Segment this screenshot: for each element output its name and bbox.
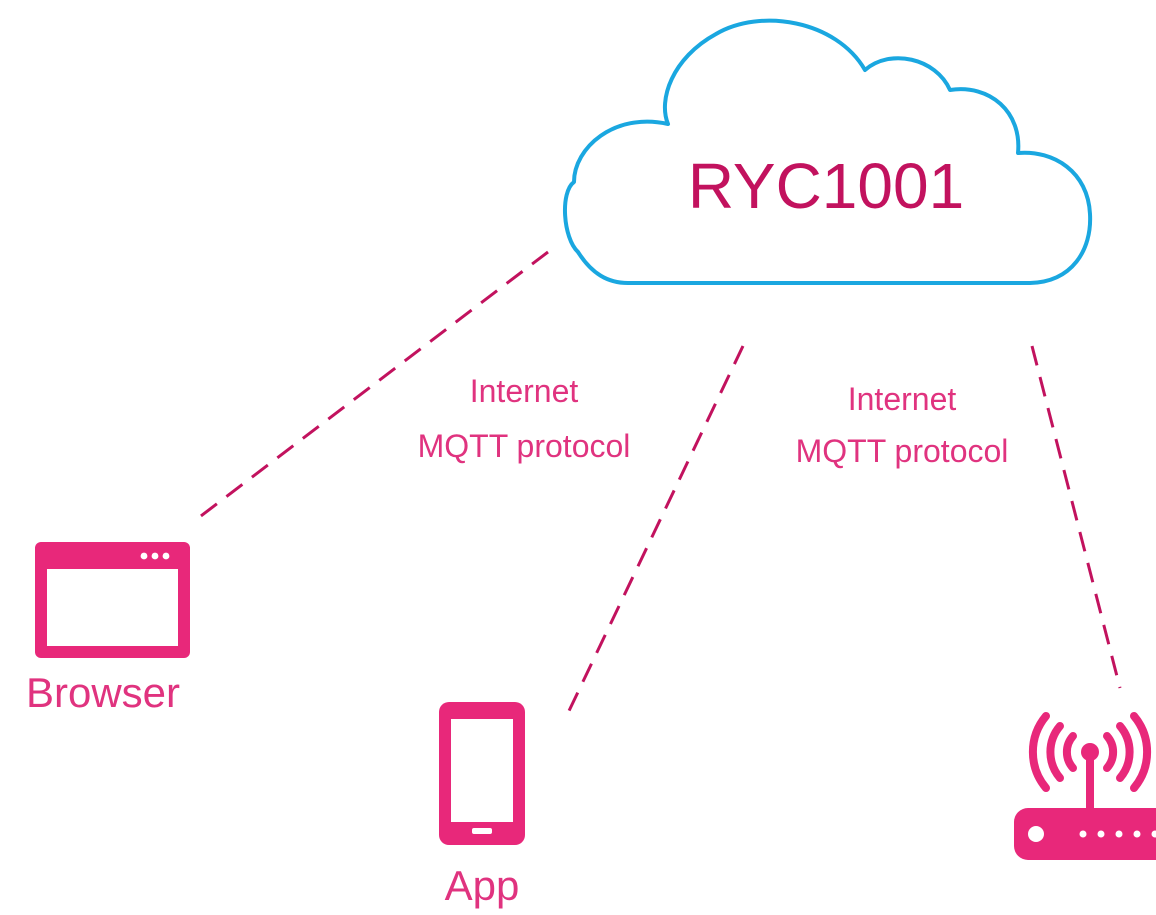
connector-cloud-router xyxy=(1030,345,1122,689)
browser-window-icon xyxy=(35,542,190,658)
router-node xyxy=(1014,712,1156,860)
cloud-node: RYC1001 xyxy=(563,18,1093,285)
app-node: App xyxy=(439,702,525,909)
connector-cloud-app xyxy=(566,345,745,714)
browser-node: Browser xyxy=(26,542,190,716)
connector-cloud-browser xyxy=(192,250,549,524)
cloud-title: RYC1001 xyxy=(688,150,964,222)
browser-label: Browser xyxy=(26,669,180,716)
connection-label-1: Internet MQTT protocol xyxy=(418,373,631,464)
connection-label-1-line1: Internet xyxy=(470,373,579,409)
wireless-router-icon xyxy=(1014,712,1156,860)
connection-label-1-line2: MQTT protocol xyxy=(418,428,631,464)
connector-lines xyxy=(192,250,1122,714)
smartphone-icon xyxy=(439,702,525,845)
connection-label-2-line2: MQTT protocol xyxy=(796,433,1009,469)
app-label: App xyxy=(445,862,520,909)
cloud-icon xyxy=(563,18,1093,285)
connection-label-2-line1: Internet xyxy=(848,381,957,417)
connection-label-2: Internet MQTT protocol xyxy=(796,381,1009,469)
